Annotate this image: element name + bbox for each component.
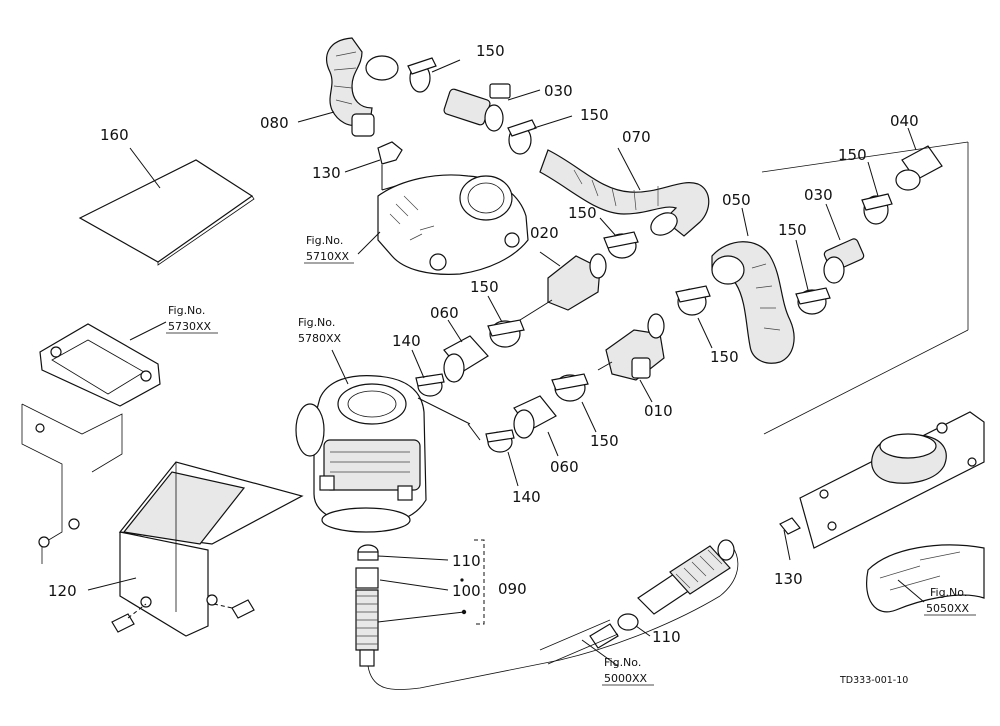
clamp-150-lower	[551, 285, 713, 433]
label-140: 140	[392, 332, 421, 350]
label-150: 150	[590, 432, 619, 450]
label-160: 160	[100, 126, 129, 144]
label-130: 130	[312, 164, 341, 182]
fig-ref-5730: 5730XX	[168, 320, 212, 333]
label-150: 150	[710, 348, 739, 366]
label-060: 060	[550, 458, 579, 476]
engine-head-5050	[761, 141, 985, 613]
clamp-150-middle	[487, 217, 639, 348]
fig-ref-5050: 5050XX	[926, 602, 970, 615]
part-010	[597, 313, 665, 403]
label-150: 150	[838, 146, 867, 164]
label-040: 040	[890, 112, 919, 130]
label-110: 110	[652, 628, 681, 646]
fig-ref-prefix: Fig.No.	[298, 316, 335, 329]
label-080: 080	[260, 114, 289, 132]
figure-references: Fig.No. 5710XX Fig.No. 5730XX Fig.No. 57…	[166, 234, 976, 686]
fig-ref-5000: 5000XX	[604, 672, 648, 685]
throttle-body-5710	[357, 174, 529, 275]
assembly-090	[355, 539, 739, 691]
label-090: 090	[498, 580, 527, 598]
hose-080	[297, 37, 399, 137]
sleeve-060	[443, 319, 559, 457]
label-120: 120	[48, 582, 77, 600]
hose-070	[539, 147, 710, 237]
main-unit-5780	[295, 349, 481, 533]
fitting-row-upper	[407, 57, 573, 155]
fig-ref-prefix: Fig.No.	[930, 586, 967, 599]
label-030: 030	[804, 186, 833, 204]
label-010: 010	[644, 402, 673, 420]
label-150: 150	[568, 204, 597, 222]
label-150: 150	[580, 106, 609, 124]
label-100: 100	[452, 582, 481, 600]
sheet-160	[78, 147, 255, 266]
label-070: 070	[622, 128, 651, 146]
label-150: 150	[470, 278, 499, 296]
part-labels: 160 080 150 030 150 070 130 040 150 050 …	[48, 42, 919, 646]
fig-ref-5710: 5710XX	[306, 250, 350, 263]
label-110: 110	[452, 552, 481, 570]
fitting-row-right	[795, 161, 893, 315]
label-140: 140	[512, 488, 541, 506]
label-020: 020	[530, 224, 559, 242]
label-050: 050	[722, 191, 751, 209]
fig-ref-prefix: Fig.No.	[306, 234, 343, 247]
clamp-140	[411, 349, 519, 487]
fig-ref-5780: 5780XX	[298, 332, 342, 345]
label-150: 150	[778, 221, 807, 239]
bracket-5730	[39, 321, 167, 407]
label-130: 130	[774, 570, 803, 588]
fig-ref-prefix: Fig.No.	[168, 304, 205, 317]
drawing-code: TD333-001-10	[839, 675, 908, 686]
hose-040	[895, 127, 943, 191]
part-020	[519, 251, 607, 321]
label-030: 030	[544, 82, 573, 100]
hose-050	[711, 207, 795, 364]
label-150: 150	[476, 42, 505, 60]
label-060: 060	[430, 304, 459, 322]
bracket-120	[21, 403, 304, 637]
fig-ref-prefix: Fig.No.	[604, 656, 641, 669]
hose-lower-right	[539, 539, 735, 667]
